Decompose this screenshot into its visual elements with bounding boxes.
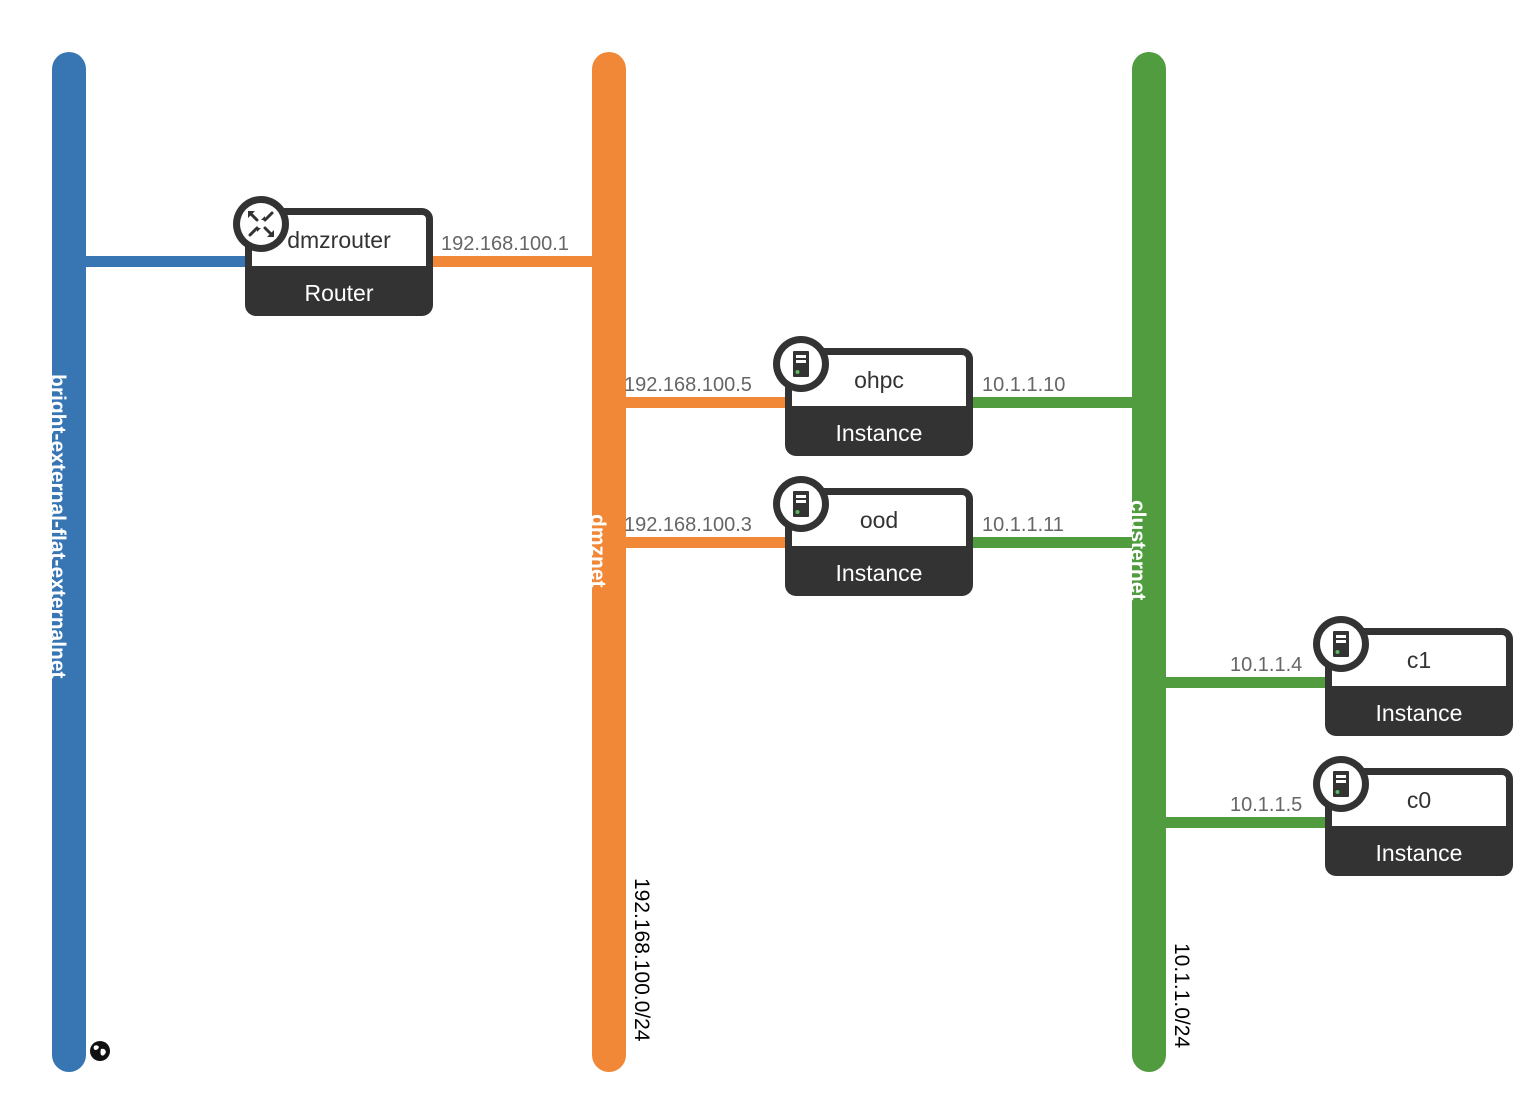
network-label: dmznet bbox=[586, 514, 609, 588]
port-ip-label: 10.1.1.5 bbox=[1230, 794, 1303, 816]
node-c0[interactable]: c0 Instance bbox=[1313, 756, 1513, 876]
port-ip-label: 10.1.1.10 bbox=[982, 374, 1066, 396]
subnet-cidr-dmznet: 192.168.100.0/24 bbox=[630, 878, 653, 1042]
port-ip-label: 192.168.100.1 bbox=[441, 233, 569, 255]
port-link bbox=[1166, 677, 1328, 688]
node-type: Instance bbox=[835, 419, 923, 446]
port-link bbox=[970, 397, 1132, 408]
network-bright-external-flat-externalnet[interactable]: bright-external-flat-externalnet bbox=[46, 52, 86, 1072]
globe-icon bbox=[90, 1041, 110, 1061]
port-ip-label: 10.1.1.11 bbox=[982, 514, 1064, 536]
server-icon bbox=[773, 336, 829, 392]
server-icon bbox=[1313, 616, 1369, 672]
server-icon bbox=[773, 476, 829, 532]
network-dmznet[interactable]: dmznet bbox=[586, 52, 626, 1072]
port-link bbox=[1166, 817, 1328, 828]
port-link bbox=[86, 256, 248, 267]
network-clusternet[interactable]: clusternet bbox=[1126, 52, 1166, 1072]
subnet-cidr-clusternet: 10.1.1.0/24 bbox=[1170, 943, 1193, 1049]
port-link bbox=[430, 256, 592, 267]
port-link bbox=[626, 397, 788, 408]
node-type: Router bbox=[304, 279, 374, 306]
node-type: Instance bbox=[1375, 839, 1463, 866]
port-ip-label: 192.168.100.5 bbox=[624, 374, 752, 396]
node-dmzrouter[interactable]: dmzrouter Router bbox=[233, 196, 433, 316]
router-icon bbox=[233, 196, 289, 252]
port-link bbox=[970, 537, 1132, 548]
server-icon bbox=[1313, 756, 1369, 812]
port-ip-label: 10.1.1.4 bbox=[1230, 654, 1303, 676]
port-ip-label: 192.168.100.3 bbox=[624, 514, 752, 536]
node-type: Instance bbox=[1375, 699, 1463, 726]
network-label: clusternet bbox=[1126, 500, 1149, 601]
node-type: Instance bbox=[835, 559, 923, 586]
node-ood[interactable]: ood Instance bbox=[773, 476, 973, 596]
network-label: bright-external-flat-externalnet bbox=[46, 374, 69, 679]
node-c1[interactable]: c1 Instance bbox=[1313, 616, 1513, 736]
port-link bbox=[626, 537, 788, 548]
node-ohpc[interactable]: ohpc Instance bbox=[773, 336, 973, 456]
